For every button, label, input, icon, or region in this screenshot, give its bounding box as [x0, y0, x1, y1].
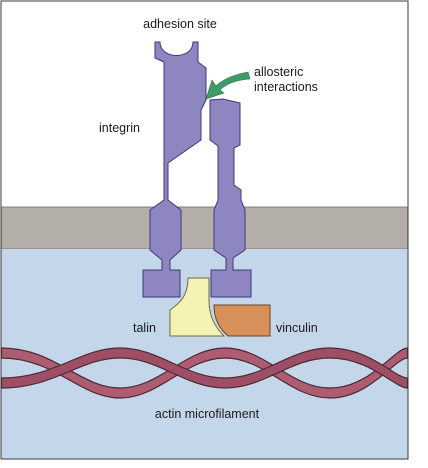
integrin-alpha-subunit [142, 41, 207, 298]
allosteric-arrow-icon [205, 71, 251, 100]
talin-protein [169, 277, 226, 337]
label-integrin: integrin [99, 121, 140, 135]
label-vinculin: vinculin [276, 321, 318, 335]
actin-strand-a [0, 347, 409, 399]
label-allosteric-line2: interactions [254, 80, 318, 94]
label-actin-microfilament: actin microfilament [155, 407, 260, 421]
actin-microfilament [0, 347, 409, 399]
integrin-beta-subunit [209, 98, 252, 298]
label-allosteric-line1: allosteric [254, 65, 303, 79]
label-talin: talin [133, 321, 156, 335]
vinculin-protein [213, 304, 271, 337]
label-adhesion-site: adhesion site [143, 17, 217, 31]
cell-membrane [1, 206, 408, 250]
actin-strand-b [0, 347, 409, 389]
extracellular-space [1, 1, 408, 208]
